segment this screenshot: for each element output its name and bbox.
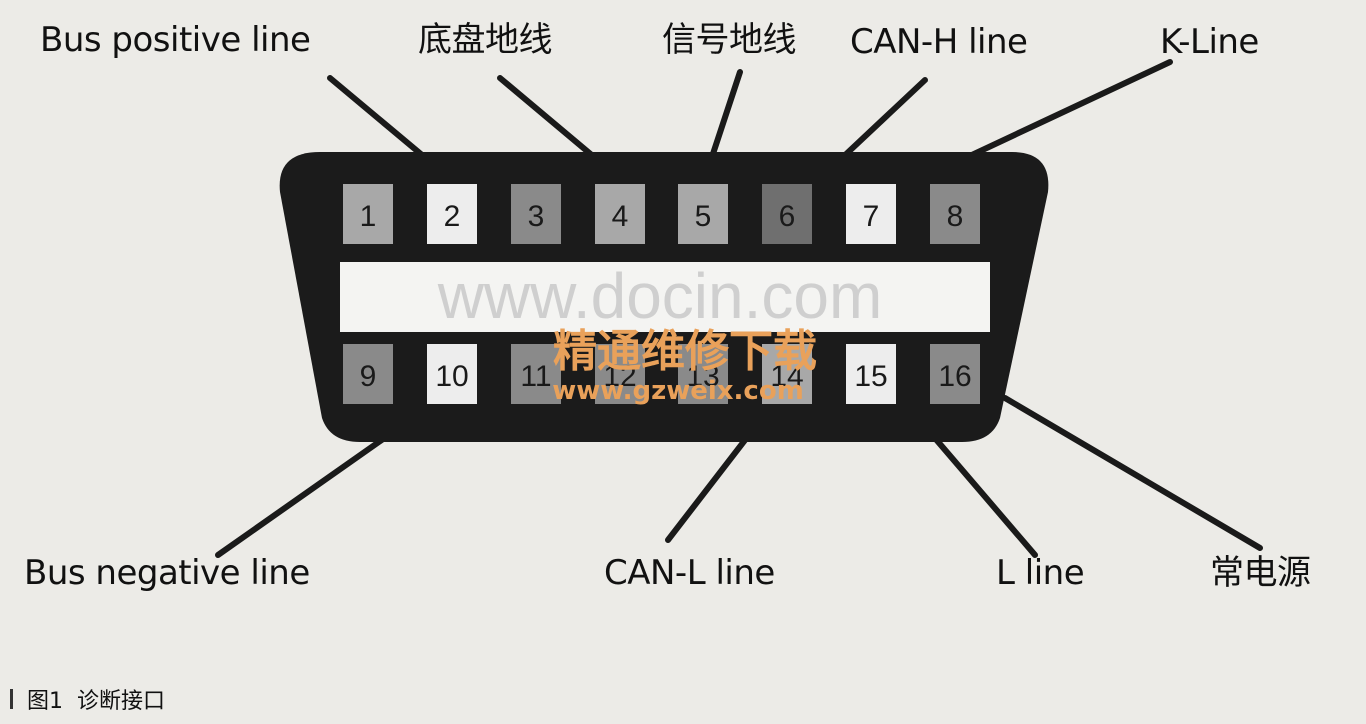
- label-k-line: K-Line: [1160, 22, 1259, 62]
- bottom-pin-label-14: 14: [770, 360, 803, 393]
- label-chassis-ground: 底盘地线: [418, 20, 553, 60]
- top-pin-label-1: 1: [360, 200, 377, 233]
- bottom-pin-15: [846, 344, 896, 404]
- connector-slot: [340, 262, 990, 332]
- top-pin-3: [511, 184, 561, 244]
- top-pin-label-2: 2: [444, 200, 461, 233]
- top-pin-label-4: 4: [612, 200, 629, 233]
- bottom-pin-11: [511, 344, 561, 404]
- top-pin-4: [595, 184, 645, 244]
- label-signal-ground: 信号地线: [662, 20, 797, 60]
- top-pin-label-8: 8: [947, 200, 964, 233]
- label-l-line: L line: [996, 553, 1085, 593]
- top-pin-2: [427, 184, 477, 244]
- bottom-pin-12: [595, 344, 645, 404]
- label-bus-positive: Bus positive line: [40, 20, 311, 60]
- bottom-pin-label-9: 9: [360, 360, 377, 393]
- bottom-pin-label-10: 10: [435, 360, 468, 393]
- caption-figure-number: 图1: [27, 689, 63, 714]
- pins-top-row: 1 2 3 4 5 6 7 8: [343, 184, 980, 244]
- label-bus-negative: Bus negative line: [24, 553, 310, 593]
- watermark-docin: www.docin.com: [437, 260, 883, 332]
- top-pin-1: [343, 184, 393, 244]
- top-pin-label-5: 5: [695, 200, 712, 233]
- figure-caption: 图1 诊断接口: [10, 683, 165, 715]
- bottom-pin-label-12: 12: [603, 360, 636, 393]
- bottom-pin-label-13: 13: [686, 360, 719, 393]
- caption-title: 诊断接口: [77, 689, 166, 714]
- bottom-pin-label-16: 16: [938, 360, 971, 393]
- leader-battery: [1002, 395, 1263, 551]
- top-pin-6: [762, 184, 812, 244]
- top-pin-label-3: 3: [528, 200, 545, 233]
- bottom-pin-14: [762, 344, 812, 404]
- bottom-pin-label-15: 15: [854, 360, 887, 393]
- bottom-pin-9: [343, 344, 393, 404]
- bottom-pin-13: [678, 344, 728, 404]
- watermark-cn: 精通维修下载: [553, 326, 817, 377]
- pins-bottom-row: 9 10 11 12 13 14 15 16: [343, 344, 980, 404]
- top-pin-5: [678, 184, 728, 244]
- top-pin-label-7: 7: [863, 200, 880, 233]
- watermark-url: www.gzweix.com: [552, 376, 804, 406]
- bottom-pin-label-11: 11: [520, 360, 551, 393]
- label-can-l: CAN-L line: [604, 553, 775, 593]
- bottom-pin-16: [930, 344, 980, 404]
- top-pin-7: [846, 184, 896, 244]
- top-pin-label-6: 6: [779, 200, 796, 233]
- caption-bar: [10, 689, 13, 709]
- label-battery: 常电源: [1210, 553, 1311, 593]
- bottom-pin-10: [427, 344, 477, 404]
- top-pin-8: [930, 184, 980, 244]
- label-can-h: CAN-H line: [850, 22, 1028, 62]
